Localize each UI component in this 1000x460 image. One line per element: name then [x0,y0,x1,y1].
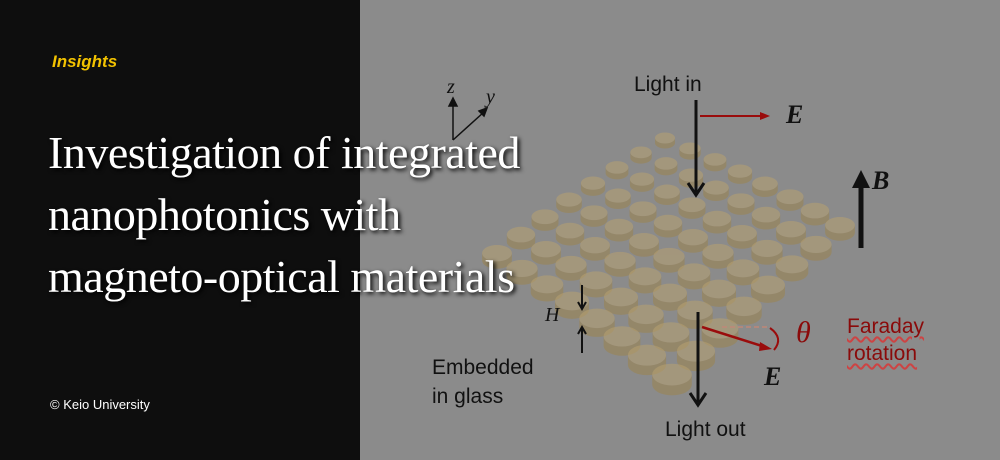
nanodisk [604,218,634,242]
nanodisk [653,247,685,273]
nanodisk [751,275,785,303]
nanodisk [678,228,708,253]
nanodisk [556,192,582,214]
nanodisk [630,146,652,164]
nanodisk [727,193,755,215]
nanodisk [506,226,536,250]
nanodisk [703,180,729,202]
nanodisk [580,205,608,227]
nanodisk [752,176,778,198]
nanodisk [678,197,706,219]
nanodisk [825,216,855,241]
nanodisk [555,222,585,246]
theta-label: θ [796,316,811,349]
nanodisk [629,201,657,223]
height-label: H [545,304,560,326]
nanodisk [727,164,753,184]
nanodisk [751,239,783,265]
nanodisk [531,209,559,231]
nanodisk [555,255,587,281]
nanodisk [604,251,636,277]
page-title: Investigation of integrated nanophotonic… [48,127,520,302]
b-field-label: B [872,166,890,195]
nanodisk [603,326,641,356]
nanodisk [727,224,757,249]
light-in-label: Light in [634,73,702,96]
nanodisk [800,235,832,261]
axis-y-label: y [486,86,495,108]
nanodisk [652,363,692,396]
e-in-arrow [700,112,770,120]
nanodisk [751,206,781,230]
nanodisk [701,318,739,348]
nanodisk [579,271,613,298]
nanodisk [482,244,512,269]
nanodisk [776,220,806,245]
height-arrows [577,285,587,353]
b-field-arrow [852,170,870,248]
light-in-arrow [686,100,706,198]
nanodisk [628,267,662,294]
nanodisk [702,210,732,234]
e-out-arrow [701,325,780,351]
light-out-arrow [688,312,708,408]
light-out-label: Light out [665,418,746,441]
nanodisk [726,259,760,286]
nanodisk [655,132,675,149]
e-in-label: E [786,100,804,129]
nanodisk [604,287,638,315]
nanodisk [653,214,683,238]
nanodisk [702,243,734,269]
nanodisk [653,283,687,311]
nanodisk [531,240,561,265]
nanodisk [530,275,564,302]
dark-panel [0,0,360,460]
e-out-label: E [764,362,782,391]
nanodisk [676,340,716,372]
nanodisk [703,153,727,172]
nanodisk [677,263,711,290]
axis-z-label: z [447,76,455,98]
nanodisk [629,172,655,192]
axes-icon [447,96,489,141]
nanodisk [702,279,736,307]
nanodisk [654,184,680,206]
nanodisk [580,236,610,261]
nanodisk [629,232,659,257]
nanodisk [580,176,606,196]
nanodisk [654,157,678,176]
nanodisk [775,255,809,282]
nanodisk [776,189,804,211]
nanodisk-array [482,132,855,396]
nanodisk [726,296,762,325]
nanodisk [506,259,538,285]
nanodisk [605,188,631,210]
nanodisk [800,202,830,226]
image-credit: © Keio University [50,397,150,412]
nanodisk [605,161,629,180]
category-label: Insights [52,52,118,71]
